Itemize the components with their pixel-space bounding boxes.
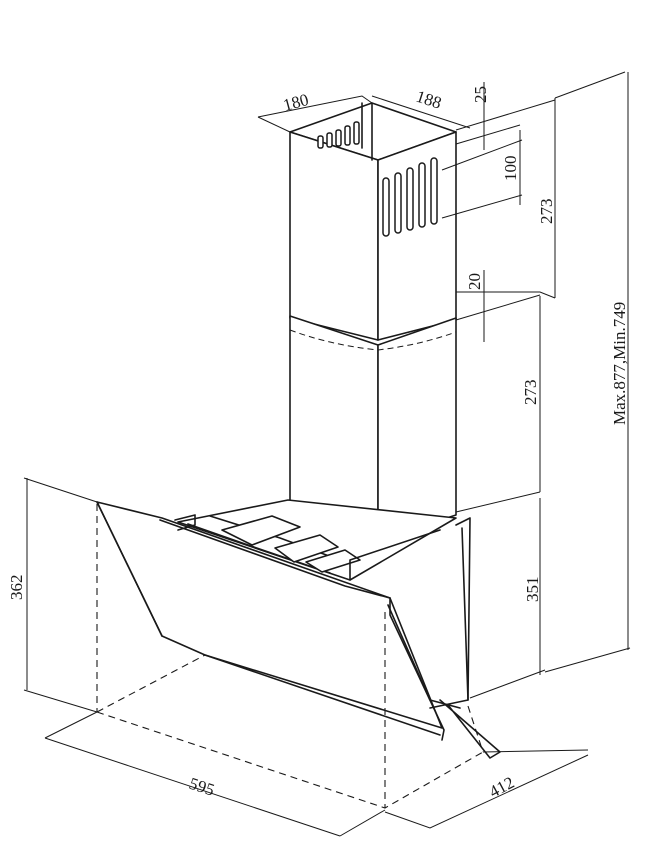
- dim-label-362: 362: [7, 575, 26, 601]
- upper-chimney: [289, 102, 457, 341]
- dim-label-188: 188: [414, 87, 444, 113]
- dim-label-max-min: Max.877,Min.749: [610, 302, 629, 425]
- dim-label-180: 180: [281, 90, 311, 115]
- dimension-lines: [23, 71, 631, 837]
- side-vent-slots: [382, 157, 438, 237]
- dim-label-595: 595: [187, 774, 217, 800]
- dim-label-100: 100: [501, 156, 520, 182]
- dim-label-273-upper: 273: [537, 199, 556, 225]
- dim-label-20: 20: [465, 273, 484, 290]
- hood-glass-panel: [96, 501, 501, 759]
- lower-chimney: [289, 315, 457, 541]
- dim-label-351: 351: [523, 577, 542, 603]
- hidden-outline: [96, 504, 484, 809]
- dim-label-25: 25: [471, 86, 490, 103]
- back-vent-slots: [317, 121, 360, 149]
- motor-base: [174, 499, 457, 581]
- dim-label-412: 412: [486, 773, 517, 802]
- dim-label-273-lower: 273: [521, 380, 540, 406]
